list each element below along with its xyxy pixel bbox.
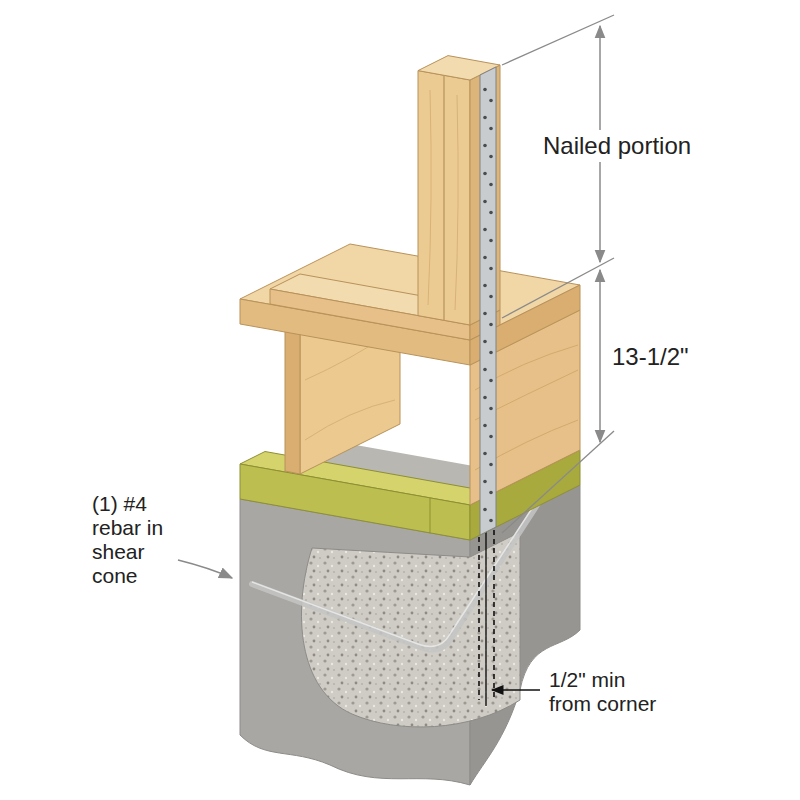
nail-hole	[483, 480, 487, 484]
nail-hole	[489, 491, 493, 495]
embedded-strap-edge	[478, 537, 480, 700]
nail-hole	[489, 155, 493, 159]
extension-line	[502, 431, 614, 533]
nail-hole	[483, 340, 487, 344]
nail-hole	[483, 172, 487, 176]
nail-hole	[483, 228, 487, 232]
wood-grain	[428, 90, 458, 310]
nail-hole	[489, 239, 493, 243]
joist-end	[285, 331, 300, 474]
concrete-foundation	[240, 444, 580, 785]
strap-body	[480, 67, 496, 535]
nail-hole	[483, 312, 487, 316]
corner-distance-line	[485, 520, 486, 706]
sill-joint	[430, 498, 431, 533]
nail-hole	[483, 88, 487, 92]
nail-hole	[489, 519, 493, 523]
embedded-strap-edge	[493, 530, 495, 700]
dimension-label: Nailed portion	[540, 130, 694, 162]
nail-hole	[483, 452, 487, 456]
nail-hole	[489, 379, 493, 383]
nail-hole	[489, 211, 493, 215]
nail-hole	[489, 407, 493, 411]
stud-joint	[443, 75, 444, 320]
nail-hole	[489, 435, 493, 439]
extension-line	[502, 15, 614, 65]
dimensions	[178, 15, 614, 690]
callout-label: 1/2" min from corner	[546, 666, 672, 718]
nail-hole	[483, 424, 487, 428]
strap-tie	[480, 67, 496, 535]
nail-hole	[483, 284, 487, 288]
nail-hole	[489, 351, 493, 355]
nail-hole	[483, 256, 487, 260]
nail-hole	[489, 463, 493, 467]
nail-hole	[489, 183, 493, 187]
nail-hole	[483, 368, 487, 372]
dimension-arrow	[599, 270, 601, 442]
nail-hole	[489, 323, 493, 327]
nail-hole	[483, 116, 487, 120]
nail-hole	[489, 267, 493, 271]
nail-hole	[489, 127, 493, 131]
dimension-label: 13-1/2"	[612, 343, 689, 371]
leader-line	[492, 689, 540, 691]
extension-line	[502, 258, 614, 318]
nail-hole	[483, 396, 487, 400]
subfloor	[240, 244, 580, 365]
nail-hole	[483, 508, 487, 512]
leader-line	[178, 560, 232, 578]
stud-front	[418, 71, 470, 325]
nail-hole	[489, 99, 493, 103]
nail-hole	[483, 200, 487, 204]
sill-front	[240, 464, 470, 540]
callout-label: (1) #4 rebar in shear cone	[92, 492, 174, 589]
nail-hole	[489, 295, 493, 299]
gravel-cutaway	[301, 532, 520, 727]
nail-hole	[483, 144, 487, 148]
